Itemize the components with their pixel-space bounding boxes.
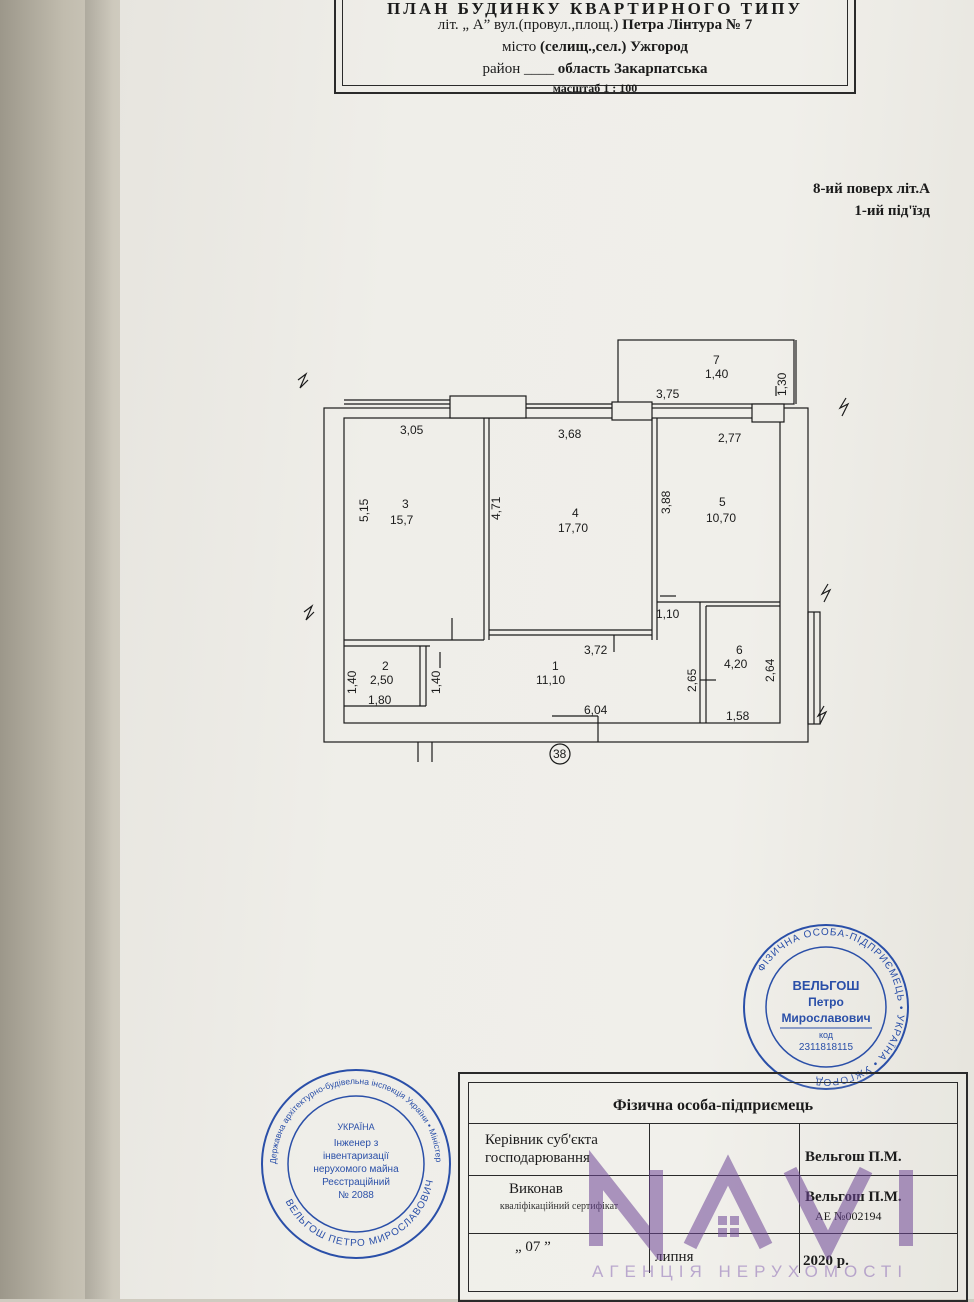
stamp-fop-code: 2311818115 [799, 1042, 854, 1053]
room-4-number: 4 [572, 506, 579, 520]
stamp-fop-name1: ВЕЛЬГОШ [793, 978, 860, 993]
floor-plan: 38 3 15,7 4 17,70 5 10,70 1 11,10 2 2,50… [297, 339, 850, 765]
window-room-5 [611, 401, 653, 421]
date-day: „ 07 ” [515, 1239, 551, 1255]
performer-cert-label: кваліфікаційний сертифікат [499, 1201, 619, 1212]
street-label: вул.(провул.,площ.) [494, 17, 619, 33]
dim-room2-width: 1,80 [368, 693, 392, 707]
address-line: літ. „ А” вул.(провул.,площ.) Петра Лінт… [343, 17, 847, 34]
room-7-area: 1,40 [705, 367, 729, 381]
dim-room3-length: 5,15 [357, 498, 371, 522]
room-7-number: 7 [713, 353, 720, 367]
region-name: область Закарпатська [557, 61, 708, 77]
dim-corridor-bottom: 6,04 [584, 703, 608, 717]
dim-balcony-depth: 1,30 [775, 372, 789, 396]
window-balcony [751, 403, 785, 423]
room-4-area: 17,70 [558, 521, 588, 535]
signature-block-frame: Фізична особа-підприємець Керівник суб'є… [468, 1082, 958, 1292]
dim-room2-depth: 1,40 [429, 670, 443, 694]
signature-block-heading: Фізична особа-підприємець [612, 1097, 814, 1114]
stamp-fop-name2: Петро [808, 995, 844, 1009]
manager-label: Керівник суб'єкта господарювання [485, 1132, 598, 1166]
apartment-number: 38 [553, 747, 567, 761]
svg-text:Державна архітектурно-будівель: Державна архітектурно-будівельна інспекц… [256, 1064, 444, 1164]
city-line: місто (селищ.,сел.) Ужгород [343, 39, 847, 56]
entrance-label: 1-ий під'їзд [854, 203, 930, 219]
stamp-engineer-line1: УКРАЇНА [337, 1122, 374, 1132]
stamp-engineer-line6: № 2088 [338, 1190, 374, 1201]
dim-room5-width: 2,77 [718, 431, 742, 445]
room-3-number: 3 [402, 497, 409, 511]
stamp-engineer-ring-top: Державна архітектурно-будівельна інспекц… [254, 1056, 445, 1164]
stamp-engineer-line3: інвентаризації [323, 1151, 389, 1162]
room-6-area: 4,20 [724, 657, 748, 671]
room-5-area: 10,70 [706, 511, 736, 525]
district-label: район [482, 61, 521, 77]
stamp-fop-name3: Мирославович [781, 1011, 870, 1025]
performer-label: Виконав [509, 1181, 563, 1197]
region-line: район ____ область Закарпатська [343, 61, 847, 78]
room-6-number: 6 [736, 643, 743, 657]
dim-balcony-width: 3,75 [656, 387, 680, 401]
city-label: місто [502, 39, 537, 55]
date-month: липня [655, 1249, 694, 1265]
date-year: 2020 р. [803, 1253, 849, 1269]
inner-wall [343, 417, 781, 724]
window-room-4 [449, 395, 527, 419]
balcony-outline [617, 339, 795, 405]
district-value: ____ [523, 61, 554, 77]
dim-room6-width: 1,58 [726, 709, 750, 723]
lit-label: літ. „ А” [437, 17, 491, 33]
stamp-fop: ФІЗИЧНА ОСОБА-ПІДПРИЄМЕЦЬ • УКРАЇНА • УЖ… [736, 922, 916, 1092]
room-3-area: 15,7 [390, 513, 414, 527]
dim-room6-length: 2,64 [763, 658, 777, 682]
stamp-engineer: Державна архітектурно-будівельна інспекц… [254, 1056, 456, 1264]
stamp-engineer-line4: нерухомого майна [313, 1164, 399, 1175]
apartment-number-marker [549, 743, 571, 765]
stamp-engineer-line5: Реєстраційний [322, 1177, 390, 1188]
manager-name: Вельгош П.М. [805, 1149, 902, 1165]
outer-wall [323, 407, 809, 743]
performer-cert-number: АЕ №002194 [815, 1209, 882, 1223]
book-binding [85, 0, 125, 1299]
dim-corridor-depth: 2,65 [685, 668, 699, 692]
dim-room2-length: 1,40 [345, 670, 359, 694]
dim-room4-width: 3,68 [558, 427, 582, 441]
city-type: (селищ.,сел.) [539, 39, 627, 55]
house-number: № 7 [725, 17, 753, 33]
dim-corridor-top: 3,72 [584, 643, 608, 657]
document-title: ПЛАН БУДИНКУ КВАРТИРНОГО ТИПУ [387, 0, 803, 18]
floor-label: 8-ий поверх літ.А [812, 181, 930, 197]
dim-room4-length: 4,71 [489, 496, 503, 520]
dim-room5-length: 3,88 [659, 490, 673, 514]
performer-name: Вельгош П.М. [805, 1189, 902, 1205]
title-block: ПЛАН БУДИНКУ КВАРТИРНОГО ТИПУ літ. „ А” … [334, 0, 856, 95]
signature-block: Фізична особа-підприємець Керівник суб'є… [458, 1072, 968, 1302]
scale-label: масштаб 1 : 100 [552, 81, 638, 95]
dim-room5-step: 1,10 [656, 607, 680, 621]
stamp-fop-code-label: код [819, 1030, 834, 1040]
room-2-area: 2,50 [370, 673, 394, 687]
room-1-area: 11,10 [536, 673, 565, 687]
city-name: Ужгород [630, 39, 688, 55]
room-5-number: 5 [719, 495, 726, 509]
stamp-engineer-line2: Інженер з [334, 1138, 379, 1149]
room-1-number: 1 [552, 659, 559, 673]
title-block-frame: ПЛАН БУДИНКУ КВАРТИРНОГО ТИПУ літ. „ А” … [342, 0, 848, 95]
street-name: Петра Лінтура [622, 17, 723, 33]
floor-info: 8-ий поверх літ.А 1-ий під'їзд [813, 178, 930, 222]
room-2-number: 2 [382, 659, 389, 673]
dim-room3-width: 3,05 [400, 423, 424, 437]
